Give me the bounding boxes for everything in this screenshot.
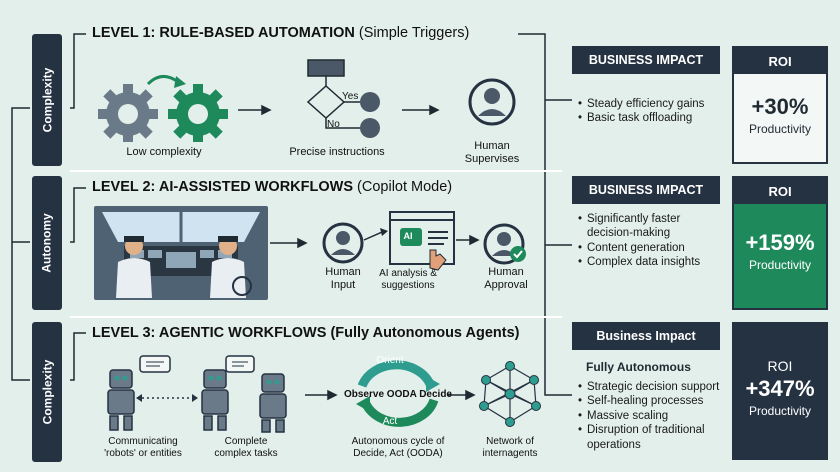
cockpit-pilots-icon bbox=[94, 206, 268, 300]
caption-ai-analysis: AI analysis & suggestions bbox=[379, 268, 437, 291]
roi-card: ROI +347% Productivity bbox=[732, 322, 828, 460]
roi-header: ROI bbox=[734, 48, 826, 74]
list-item: Disruption of traditional operations bbox=[578, 423, 728, 452]
roi-header: ROI bbox=[734, 178, 826, 204]
list-item: Strategic decision support bbox=[578, 380, 728, 395]
list-item: Complex data insights bbox=[578, 255, 728, 270]
robots-icon bbox=[107, 355, 287, 433]
ooda-act-label: Act bbox=[382, 416, 398, 427]
caption-human-approval: Human Approval bbox=[484, 266, 528, 291]
business-impact-header: Business Impact bbox=[572, 322, 720, 350]
list-item: Significantly faster decision-making bbox=[578, 212, 728, 241]
side-tab-complexity-1: Complexity bbox=[32, 34, 62, 166]
roi-label: Productivity bbox=[748, 404, 812, 418]
divider bbox=[70, 316, 562, 318]
flow-yes-label: Yes bbox=[342, 91, 359, 102]
side-tab-autonomy: Autonomy bbox=[32, 176, 62, 310]
level2-title: LEVEL 2: AI-ASSISTED WORKFLOWS (Copilot … bbox=[92, 179, 453, 195]
human-avatar-icon bbox=[468, 78, 516, 126]
level3-title: LEVEL 3: AGENTIC WORKFLOWS (Fully Autono… bbox=[92, 325, 520, 341]
roi-label: Productivity bbox=[748, 122, 812, 136]
roi-value: +347% bbox=[745, 376, 815, 401]
caption-human-supervises: Human Supervises bbox=[464, 140, 520, 165]
caption-ooda-cycle: Autonomous cycle of Decide, Act (OODA) bbox=[351, 436, 445, 459]
business-impact-header: BUSINESS IMPACT bbox=[572, 46, 720, 74]
list-item: Self-healing processes bbox=[578, 394, 728, 409]
caption-human-input: Human Input bbox=[325, 266, 361, 291]
arrow-icon bbox=[363, 228, 388, 241]
ooda-cycle-icon bbox=[356, 360, 440, 427]
flow-no-label: No bbox=[327, 119, 340, 130]
ai-badge: AI bbox=[403, 231, 413, 241]
impact-list: Steady efficiency gains Basic task offlo… bbox=[578, 97, 704, 126]
business-impact-header: BUSINESS IMPACT bbox=[572, 176, 720, 204]
caption-precise-instructions: Precise instructions bbox=[289, 146, 385, 158]
network-icon bbox=[479, 361, 541, 427]
gears-icon bbox=[98, 75, 228, 142]
flowchart-icon bbox=[306, 59, 380, 138]
ooda-orient-label: Orient bbox=[376, 355, 404, 366]
list-item: Massive scaling bbox=[578, 409, 728, 424]
impact-heading: Fully Autonomous bbox=[586, 360, 691, 374]
level1-title: LEVEL 1: RULE-BASED AUTOMATION (Simple T… bbox=[92, 25, 470, 41]
human-input-icon bbox=[322, 222, 364, 264]
caption-communicating-robots: Communicating 'robots' or entities bbox=[104, 436, 182, 459]
caption-complete-tasks: Complete complex tasks bbox=[214, 436, 278, 459]
human-approval-icon bbox=[483, 223, 526, 265]
list-item: Content generation bbox=[578, 241, 728, 256]
impact-list: Strategic decision support Self-healing … bbox=[578, 380, 728, 452]
roi-card: ROI +30% Productivity bbox=[732, 46, 828, 164]
side-tab-complexity-2: Complexity bbox=[32, 322, 62, 462]
list-item: Steady efficiency gains bbox=[578, 97, 704, 112]
list-item: Basic task offloading bbox=[578, 111, 704, 126]
impact-list: Significantly faster decision-making Con… bbox=[578, 212, 728, 270]
caption-network: Network of internagents bbox=[482, 436, 538, 459]
roi-card: ROI +159% Productivity bbox=[732, 176, 828, 310]
roi-label: Productivity bbox=[748, 258, 812, 272]
divider bbox=[70, 170, 562, 172]
ooda-center-label: Observe OODA Decide bbox=[343, 389, 452, 400]
caption-low-complexity: Low complexity bbox=[126, 146, 202, 158]
roi-value: +30% bbox=[751, 94, 809, 119]
ai-window-icon bbox=[389, 211, 455, 271]
roi-header: ROI bbox=[767, 358, 793, 374]
roi-value: +159% bbox=[745, 230, 815, 255]
